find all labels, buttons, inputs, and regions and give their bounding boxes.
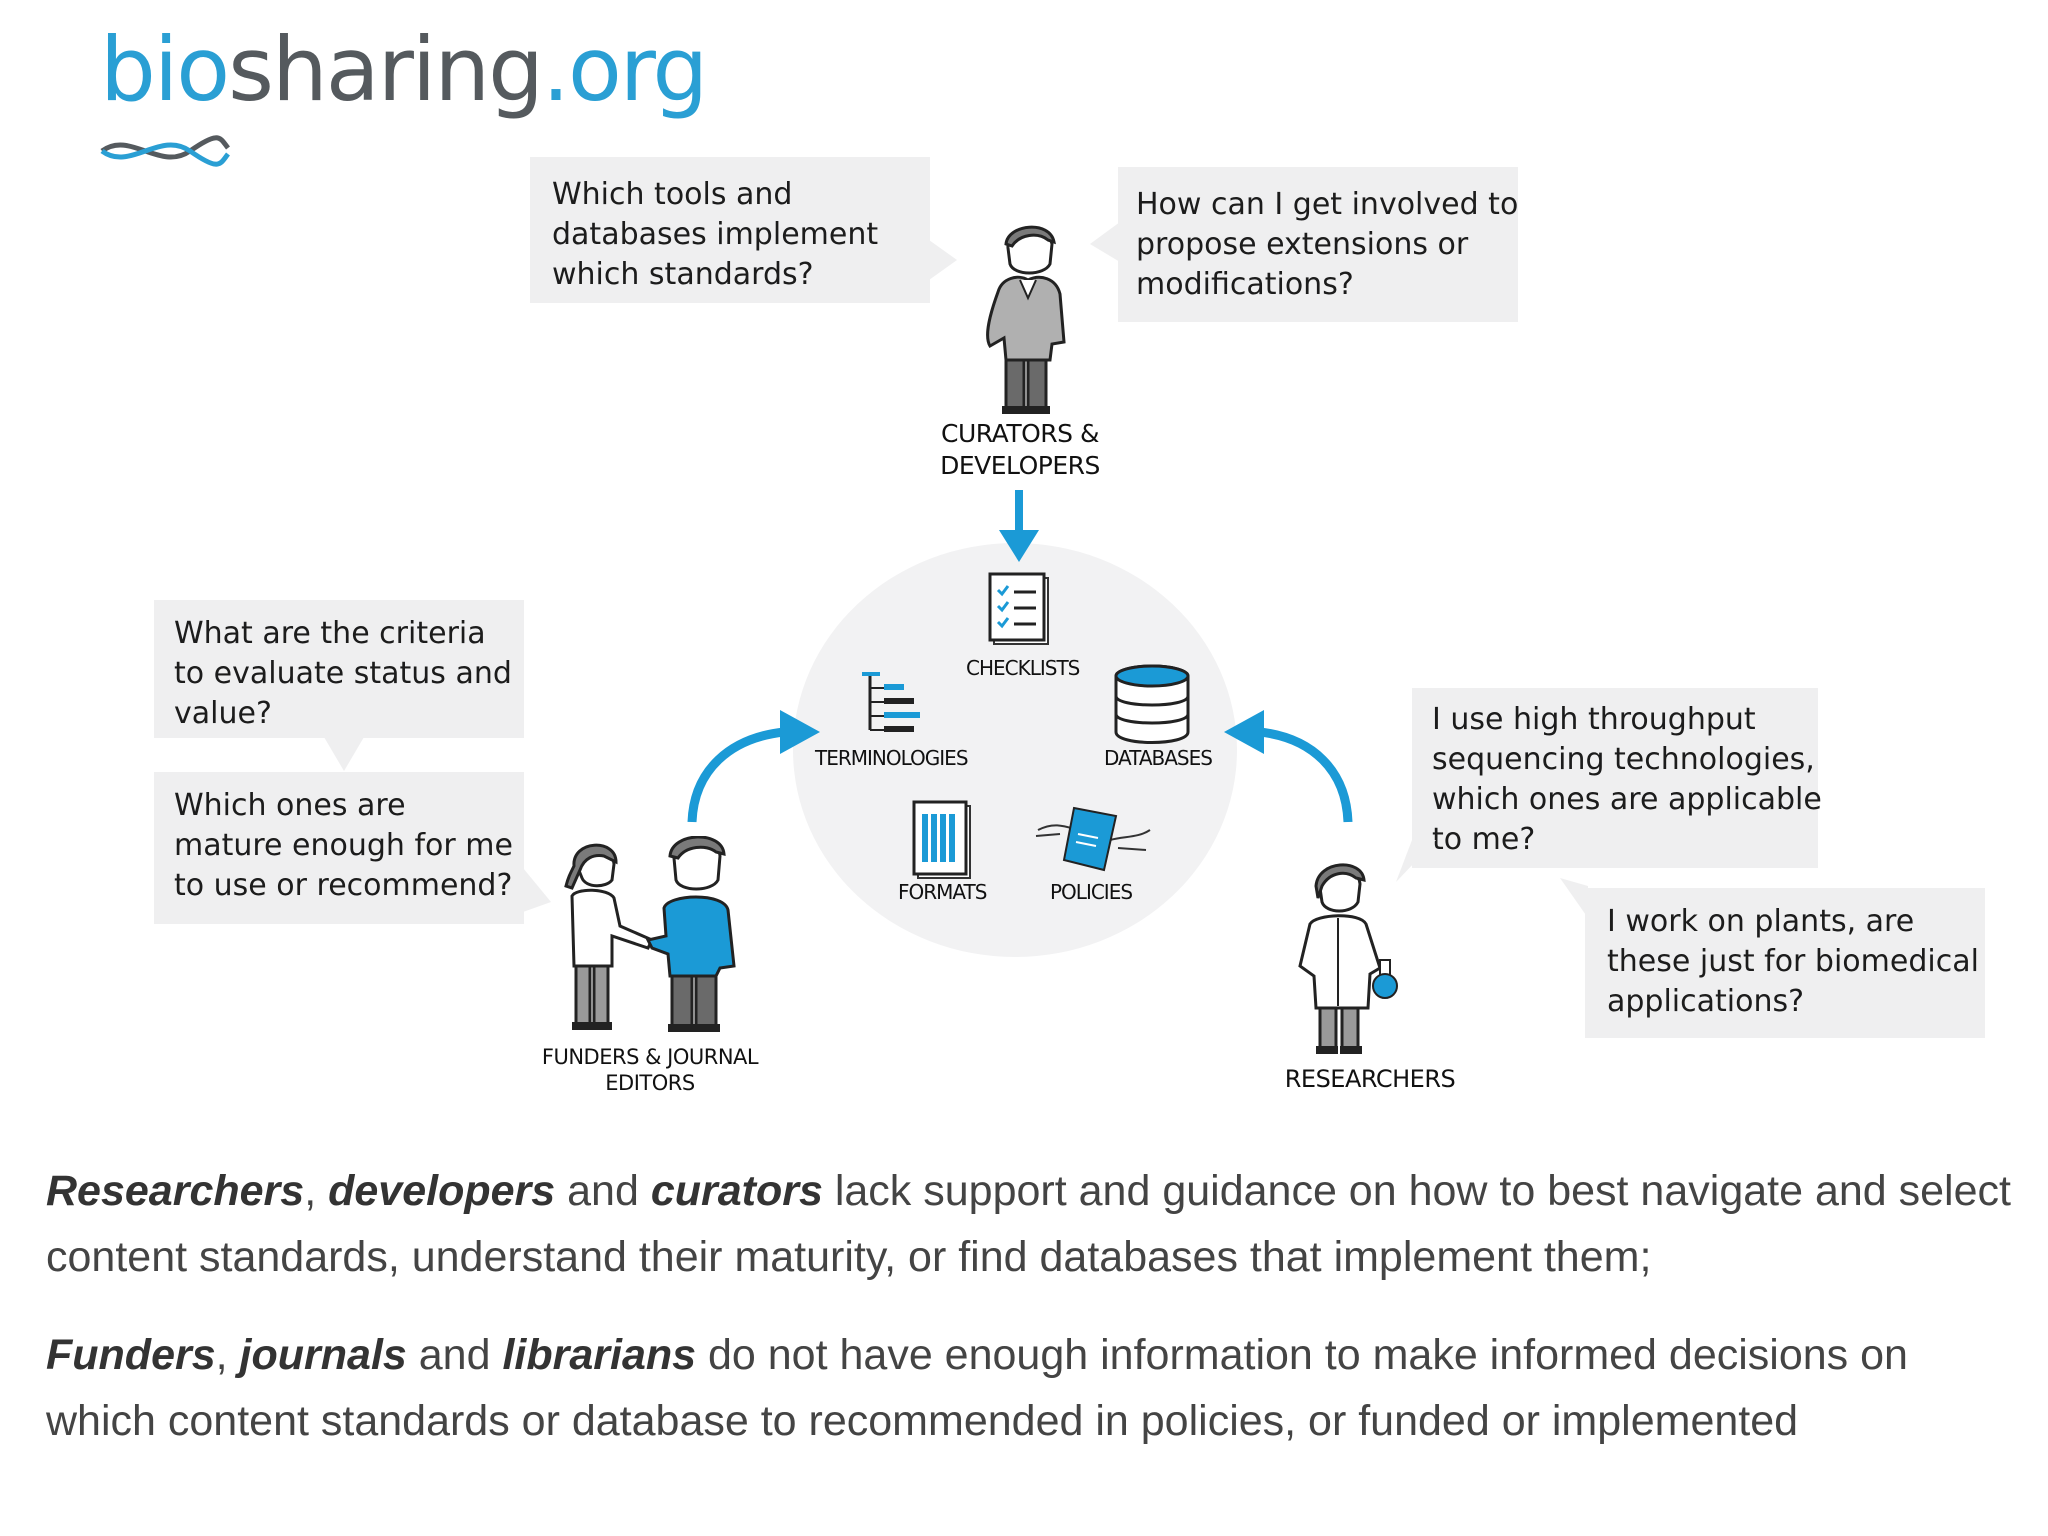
standards-circle — [793, 543, 1237, 957]
bubble-line: modifications? — [1136, 267, 1354, 302]
text: lack support and guidance on how to best… — [46, 1167, 2011, 1281]
bubble-line: propose extensions or — [1136, 227, 1469, 262]
bubble-line: value? — [174, 696, 272, 731]
logo-wordmark: biosharing.org — [100, 26, 708, 114]
policies-label: POLICIES — [1050, 880, 1133, 904]
paragraph-funders: Funders, journals and librarians do not … — [46, 1322, 2016, 1454]
databases-icon — [1114, 664, 1190, 744]
funders-editors-label: FUNDERS & JOURNAL EDITORS — [520, 1044, 780, 1096]
logo-sharing: sharing — [228, 18, 544, 121]
researcher-figure-icon — [1298, 863, 1398, 1054]
bubble-throughput: I use high throughput sequencing technol… — [1412, 688, 1822, 868]
formats-icon — [912, 800, 971, 879]
caption-line: FUNDERS & JOURNAL — [541, 1045, 759, 1069]
emphasis: librarians — [502, 1331, 697, 1379]
bubble-mature: Which ones are mature enough for me to u… — [154, 772, 524, 924]
bubble-line: Which ones are — [174, 788, 406, 823]
bubble-line: to me? — [1432, 822, 1536, 857]
text: , — [215, 1331, 240, 1379]
bubble-line: I use high throughput — [1432, 702, 1756, 737]
bubble-line: How can I get involved to — [1136, 187, 1519, 222]
logo-bio: bio — [100, 18, 230, 121]
bubble-criteria: What are the criteria to evaluate status… — [154, 600, 524, 738]
bubble-tail — [1090, 222, 1120, 262]
emphasis: Funders — [46, 1331, 216, 1379]
emphasis: Researchers — [46, 1167, 305, 1215]
paragraph-researchers: Researchers, developers and curators lac… — [46, 1158, 2016, 1290]
bubble-line: applications? — [1607, 984, 1805, 1019]
bubble-line: which standards? — [552, 257, 814, 292]
biosharing-logo: biosharing.org — [100, 26, 708, 167]
caption-line: RESEARCHERS — [1284, 1065, 1456, 1093]
terminologies-label: TERMINOLOGIES — [815, 746, 969, 770]
bubble-line: to evaluate status and — [174, 656, 512, 691]
left-curved-arrow-icon — [687, 710, 820, 823]
bubble-tail — [523, 868, 551, 912]
bubble-involved: How can I get involved to propose extens… — [1118, 167, 1518, 322]
text: and — [555, 1167, 651, 1215]
emphasis: journals — [239, 1331, 407, 1379]
caption-line: CURATORS & — [941, 419, 1099, 448]
bubble-tail — [929, 240, 957, 280]
formats-label: FORMATS — [898, 880, 987, 904]
bubble-plants: I work on plants, are these just for bio… — [1585, 888, 1985, 1038]
logo-org: .org — [541, 18, 708, 121]
bubble-tail — [1396, 840, 1436, 882]
checklists-icon — [988, 572, 1049, 645]
emphasis: developers — [328, 1167, 556, 1215]
right-curved-arrow-icon — [1224, 710, 1353, 823]
bubble-line: Which tools and — [552, 177, 793, 212]
bubble-tail — [1560, 878, 1588, 918]
bubble-tail — [324, 737, 364, 771]
bubble-line: databases implement — [552, 217, 879, 252]
researchers-label: RESEARCHERS — [1250, 1064, 1490, 1094]
down-arrow-icon — [999, 490, 1039, 562]
bubble-tools: Which tools and databases implement whic… — [530, 157, 930, 303]
bubble-line: I work on plants, are — [1607, 904, 1915, 939]
bubble-line: What are the criteria — [174, 616, 486, 651]
logo-helix-icon — [100, 135, 230, 167]
bubble-line: which ones are applicable — [1432, 782, 1822, 817]
text: do not have enough information to make i… — [46, 1331, 1908, 1445]
text: and — [406, 1331, 503, 1379]
funders-editors-figure-icon — [564, 836, 736, 1032]
terminologies-icon — [862, 672, 920, 732]
emphasis: curators — [650, 1167, 823, 1215]
curator-figure-icon — [986, 225, 1066, 414]
bubble-line: these just for biomedical — [1607, 944, 1979, 979]
text: , — [304, 1167, 329, 1215]
checklists-label: CHECKLISTS — [966, 656, 1080, 680]
databases-label: DATABASES — [1104, 746, 1213, 770]
bubble-line: to use or recommend? — [174, 868, 513, 903]
bubble-line: sequencing technologies, — [1432, 742, 1815, 777]
bubble-line: mature enough for me — [174, 828, 513, 863]
caption-line: DEVELOPERS — [940, 451, 1100, 480]
caption-line: EDITORS — [605, 1071, 695, 1095]
policies-icon — [1035, 806, 1151, 872]
curators-developers-label: CURATORS & DEVELOPERS — [920, 418, 1120, 482]
